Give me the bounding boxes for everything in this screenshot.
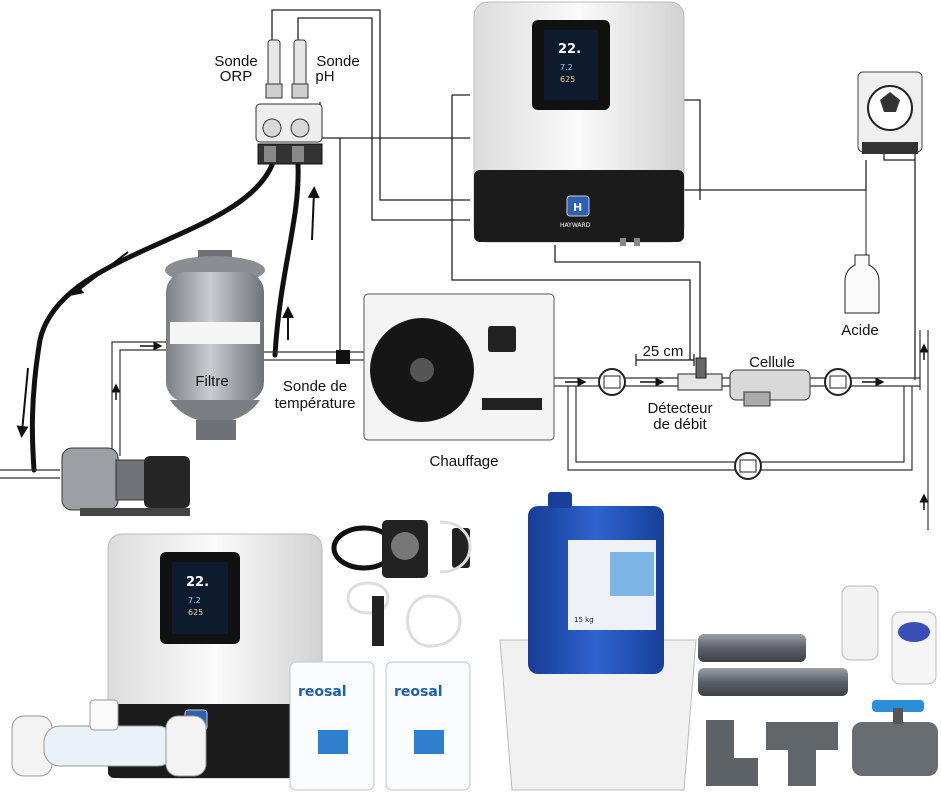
kit-pvc-fittings — [698, 585, 938, 786]
label-distance: 25 cm — [642, 343, 684, 360]
flow-arrows — [16, 186, 320, 438]
kit-screen-temp: 22. — [186, 575, 209, 590]
label-sonde-orp-1: Sonde — [214, 53, 258, 70]
kit-screen-orp: 625 — [188, 608, 203, 617]
label-sonde-ph-1: Sonde — [316, 53, 360, 70]
kit-salt-bags — [289, 661, 471, 791]
label-sonde-temp-2: température — [274, 395, 356, 412]
pool-pump — [61, 447, 190, 516]
controller-screen-temp: 22. — [558, 42, 581, 57]
chlorinator-controller — [473, 1, 685, 246]
label-chauffage: Chauffage — [429, 453, 499, 470]
label-sonde-temp-1: Sonde de — [282, 378, 348, 395]
label-detecteur-1: Détecteur — [647, 400, 713, 417]
controller-screen-orp: 625 — [560, 75, 575, 84]
kit-acid-drum — [499, 492, 697, 791]
label-sonde-ph-2: pH — [315, 68, 335, 85]
kit-screen-ph: 7.2 — [188, 596, 201, 605]
kit-controller — [107, 533, 323, 779]
salt-brand-2: reosal — [394, 684, 443, 700]
controller-screen-ph: 7.2 — [560, 63, 573, 72]
controller-logo-letter: H — [573, 201, 582, 214]
label-cellule: Cellule — [749, 354, 795, 371]
salt-brand-1: reosal — [298, 684, 347, 700]
drum-label: 15 kg — [574, 616, 594, 624]
pipe-arrows — [111, 341, 929, 510]
probe-hoses — [29, 162, 301, 473]
sand-filter — [165, 250, 265, 440]
heat-pump — [336, 293, 555, 441]
acid-bottle — [844, 160, 880, 314]
label-sonde-orp-2: ORP — [219, 68, 253, 85]
controller-brand: HAYWARD — [560, 222, 591, 229]
probe-manifold — [255, 39, 323, 165]
line-components — [598, 354, 852, 480]
kit-electrolysis-cell — [11, 699, 207, 777]
label-acide: Acide — [841, 322, 879, 339]
label-detecteur-2: de débit — [653, 416, 707, 433]
kit-dosing-pump — [331, 520, 472, 648]
acid-dosing-pump — [857, 71, 923, 154]
label-filtre: Filtre — [195, 373, 229, 390]
